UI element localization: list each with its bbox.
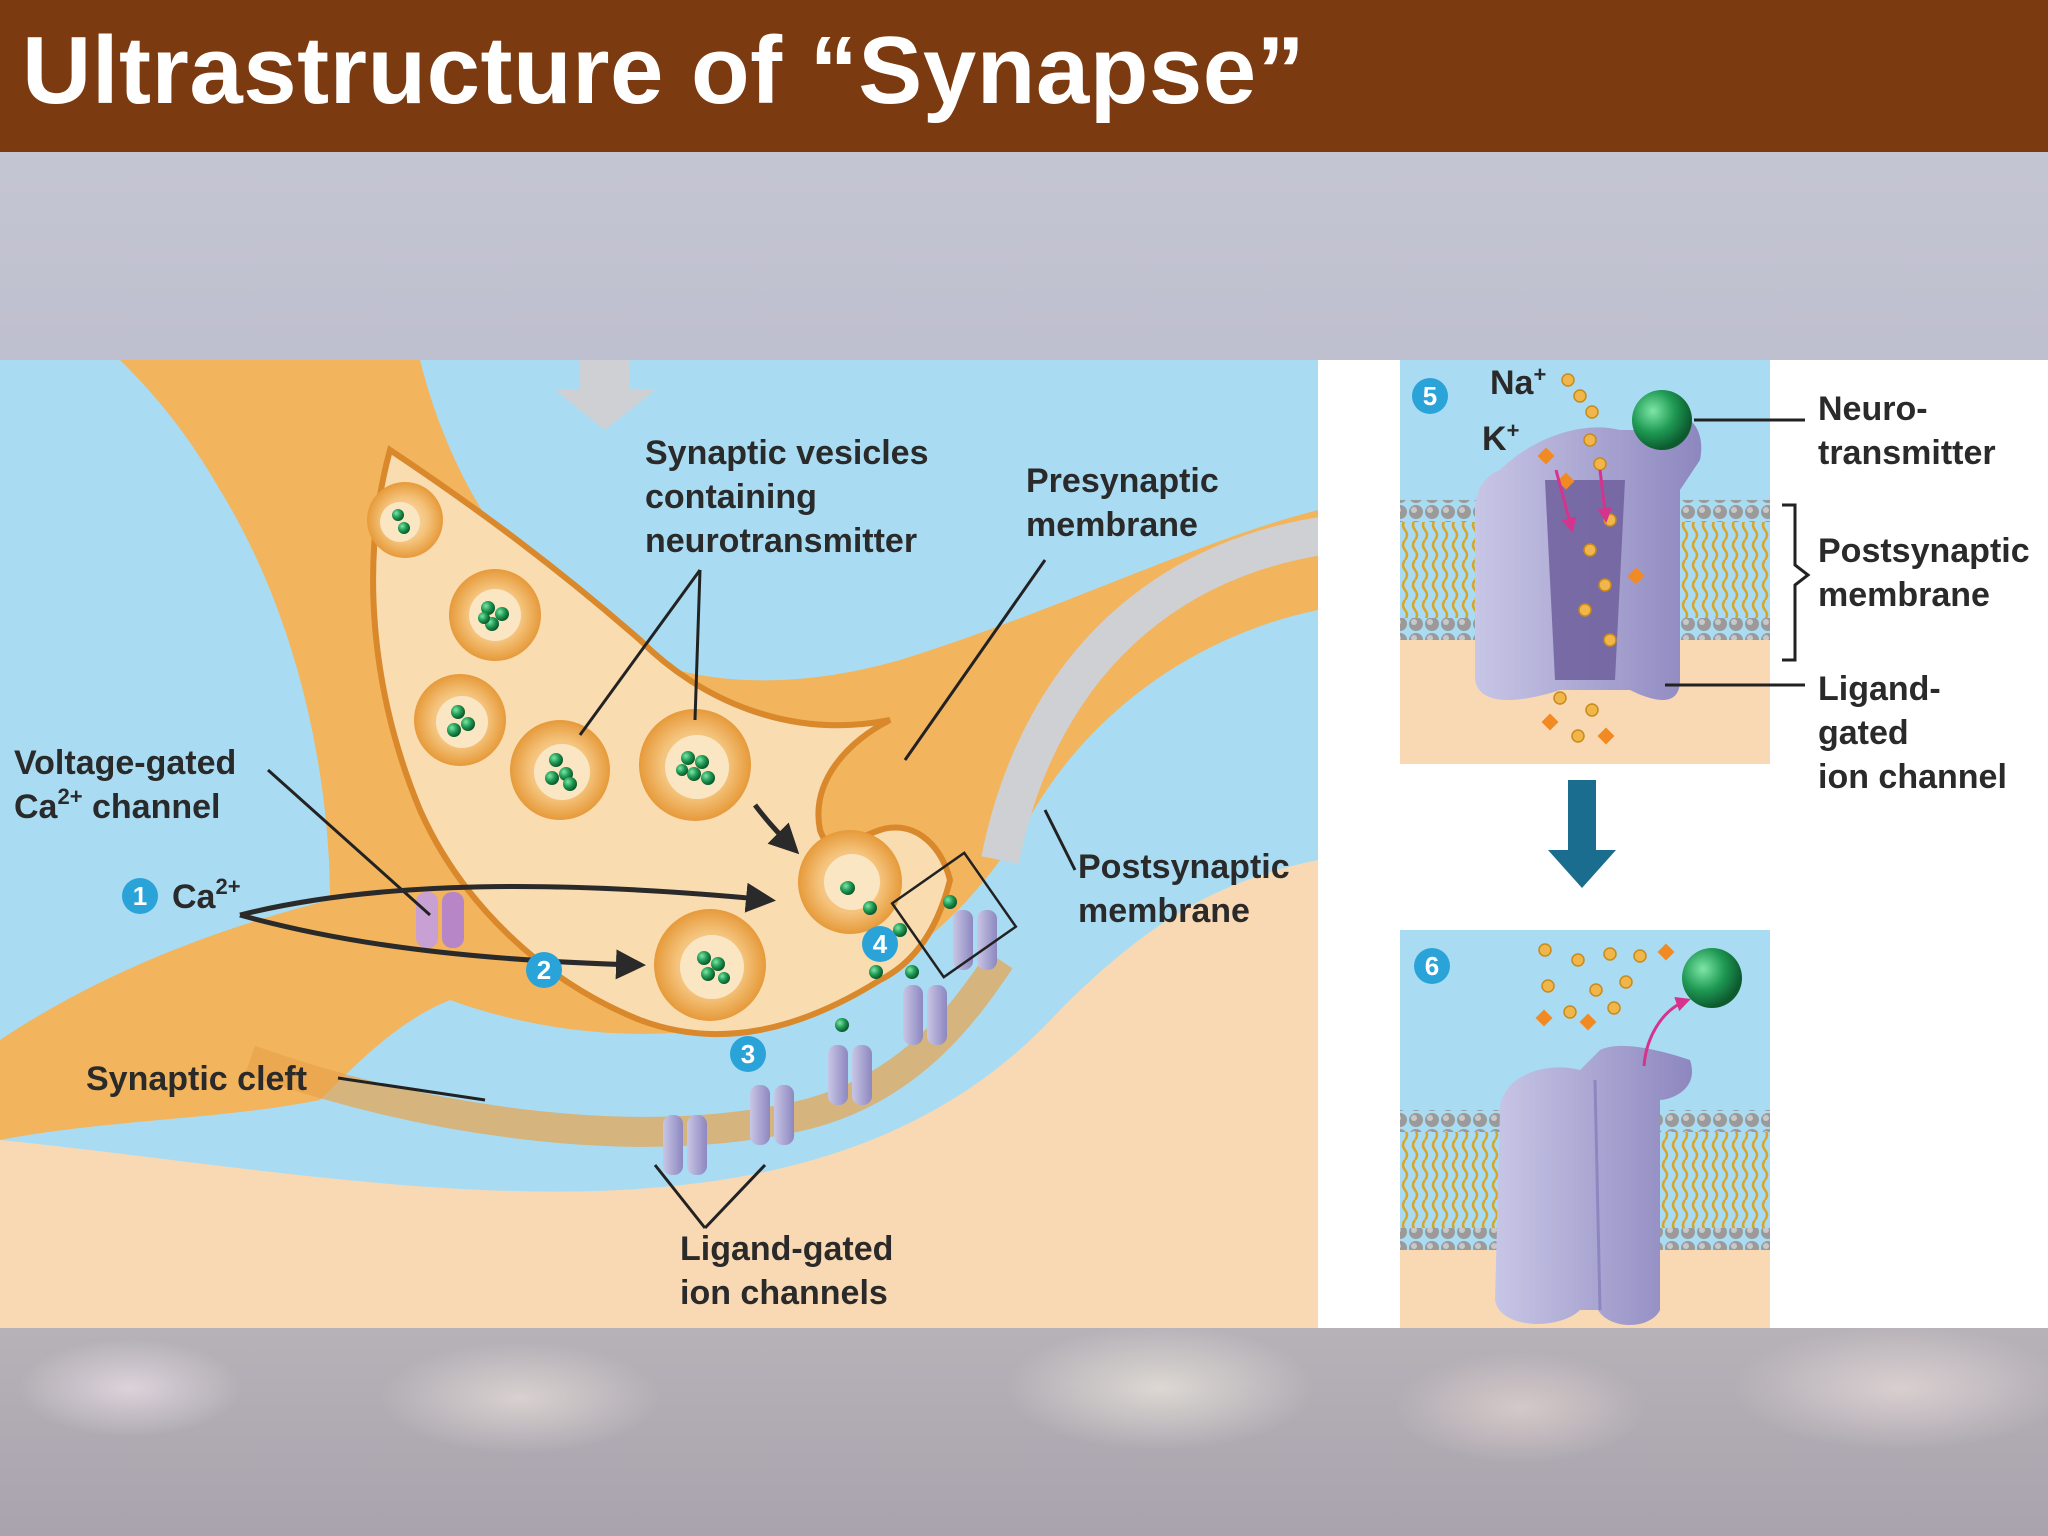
inset-5-ions — [1553, 373, 1617, 743]
inset-6-channel-closed — [1495, 1045, 1693, 1325]
vesicle — [639, 709, 751, 821]
calcium-label: Ca2+ — [172, 874, 241, 916]
main-panel: 1 2 3 4 Synaptic vesicles containing neu… — [0, 360, 1440, 1328]
inset-ligand-gated-label: Ligand- gated ion channel — [1818, 670, 2007, 796]
step-3-badge: 3 — [730, 1036, 766, 1072]
svg-text:5: 5 — [1423, 381, 1437, 411]
svg-text:6: 6 — [1425, 951, 1439, 981]
svg-text:1: 1 — [133, 881, 147, 911]
down-arrow — [1548, 780, 1616, 888]
step-6-badge: 6 — [1414, 948, 1450, 984]
postsynaptic-membrane-label: Postsynaptic membrane — [1078, 848, 1299, 930]
inset-6: 6 — [1400, 930, 1770, 1328]
step-4-badge: 4 — [862, 926, 898, 962]
svg-text:4: 4 — [873, 929, 888, 959]
neurotransmitter-ball — [1632, 390, 1692, 450]
vesicle — [510, 720, 610, 820]
vesicle — [414, 674, 506, 766]
channel-icon — [953, 910, 997, 970]
inset-6-k-ions — [1535, 943, 1675, 1031]
release-arrow — [1642, 996, 1691, 1067]
zoom-box — [890, 851, 1018, 979]
k-flow-arrow — [1597, 469, 1613, 523]
inset-6-channel-seam — [1593, 1079, 1602, 1311]
inset-5-channel-pore — [1545, 480, 1625, 680]
potassium-label: K+ — [1482, 418, 1519, 458]
vesicle — [449, 569, 541, 661]
postsynaptic-cell — [0, 860, 1318, 1328]
title-bar: Ultrastructure of “Synapse” — [0, 0, 2048, 152]
step-2-badge: 2 — [526, 952, 562, 988]
presynaptic-membrane-label: Presynaptic membrane — [1026, 462, 1228, 544]
na-flow-arrow — [1554, 469, 1577, 533]
ligand-gated-channels — [663, 910, 997, 1175]
channel-icon — [663, 1115, 707, 1175]
inset-postsynaptic-membrane-label: Postsynaptic membrane — [1818, 532, 2039, 614]
synaptic-vesicles — [367, 482, 902, 1021]
vesicle — [367, 482, 443, 558]
incoming-arrow — [555, 360, 655, 430]
svg-text:3: 3 — [741, 1039, 755, 1069]
svg-text:2: 2 — [537, 955, 551, 985]
inset-5: 5 Na+ K+ — [1400, 360, 1770, 764]
synaptic-cleft-label: Synaptic cleft — [86, 1060, 307, 1098]
released-neurotransmitter-ball — [1682, 948, 1742, 1008]
channel-icon — [828, 1045, 872, 1105]
slide-title: Ultrastructure of “Synapse” — [22, 17, 1306, 124]
channel-icon — [903, 985, 947, 1045]
synapse-diagram: 1 2 3 4 Synaptic vesicles containing neu… — [0, 360, 2048, 1328]
sodium-label: Na+ — [1490, 362, 1546, 402]
ligand-gated-channels-label: Ligand-gated ion channels — [680, 1230, 903, 1312]
step-5-badge: 5 — [1412, 378, 1448, 414]
released-neurotransmitter — [835, 881, 957, 1032]
synaptic-vesicles-label: Synaptic vesicles containing neurotransm… — [645, 434, 938, 560]
zoom-arrow — [981, 511, 1401, 864]
step-1-badge: 1 — [122, 878, 158, 914]
channel-icon — [750, 1085, 794, 1145]
inset-6-ions — [1538, 943, 1647, 1019]
process-arrows — [239, 803, 800, 980]
voltage-gated-label: Voltage-gated Ca2+ channel — [14, 744, 246, 826]
inset-leader-lines — [1665, 418, 1811, 687]
neurotransmitter-label: Neuro- transmitter — [1818, 390, 1996, 472]
vesicle — [654, 909, 766, 1021]
background-bokeh — [0, 1328, 2048, 1536]
